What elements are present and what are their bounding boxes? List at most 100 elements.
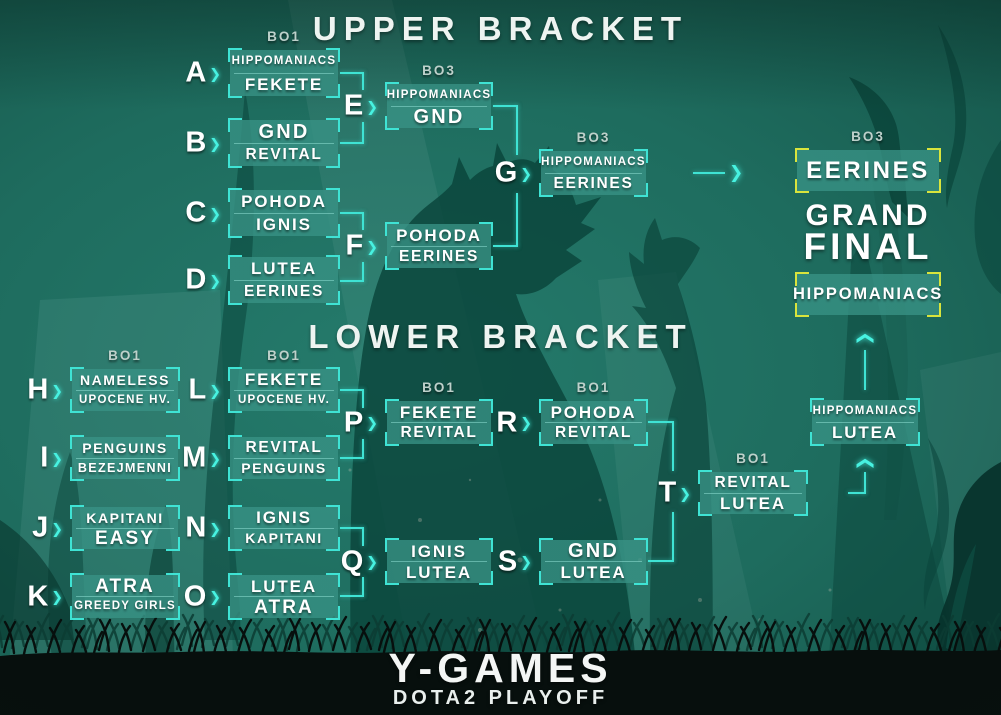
chevron-right-icon: ❯ bbox=[51, 382, 63, 398]
chevron-right-icon: ❯ bbox=[209, 135, 221, 151]
bracket-connector bbox=[864, 350, 866, 390]
match-letter: G❯ bbox=[494, 156, 532, 189]
team-separator bbox=[816, 421, 914, 423]
team-name: GND bbox=[413, 105, 465, 128]
match-J: J❯ KAPITANI EASY bbox=[32, 505, 180, 551]
team-name: REVITAL bbox=[245, 439, 323, 456]
bracket-connector bbox=[362, 122, 364, 144]
chevron-right-icon: ❯ bbox=[520, 553, 532, 570]
match-box[interactable]: KAPITANI EASY bbox=[70, 505, 180, 551]
bracket-connector bbox=[362, 262, 364, 282]
match-box[interactable]: IGNIS LUTEA bbox=[385, 538, 493, 585]
match-G: BO3 G❯ HIPPOMANIACS EERINES bbox=[495, 130, 648, 197]
match-box[interactable]: REVITAL PENGUINS bbox=[228, 435, 340, 481]
advance-up-icon: ❯ bbox=[854, 331, 874, 346]
chevron-right-icon: ❯ bbox=[209, 272, 221, 288]
match-box[interactable]: IGNIS KAPITANI bbox=[228, 505, 340, 551]
grand-final-winner-box[interactable]: EERINES bbox=[795, 148, 941, 193]
match-box[interactable]: POHODA REVITAL bbox=[539, 399, 648, 446]
team-name: REVITAL bbox=[245, 145, 323, 163]
advance-arrow-icon: ❯ bbox=[729, 163, 744, 182]
match-letter: I❯ bbox=[40, 441, 63, 474]
team-name: UPOCENE HV. bbox=[78, 393, 172, 406]
bracket-connector bbox=[362, 212, 364, 230]
match-letter: E❯ bbox=[343, 89, 378, 122]
grand-final-finalist-box[interactable]: HIPPOMANIACS bbox=[792, 272, 944, 317]
match-format-label: BO1 bbox=[267, 348, 301, 363]
match-box[interactable]: GND LUTEA bbox=[539, 538, 648, 585]
match-F: F❯ POHODA EERINES bbox=[346, 222, 493, 270]
match-P: BO1 P❯ FEKETE REVITAL bbox=[344, 380, 493, 446]
team-separator bbox=[545, 422, 642, 423]
match-letter: B❯ bbox=[185, 126, 221, 159]
match-box[interactable]: NAMELESS UPOCENE HV. bbox=[70, 367, 180, 413]
match-M: M❯ REVITAL PENGUINS bbox=[182, 435, 340, 481]
match-T: BO1 T❯ REVITAL LUTEA bbox=[659, 451, 808, 516]
match-letter: R❯ bbox=[496, 406, 532, 438]
match-letter: M❯ bbox=[182, 441, 221, 474]
match-box[interactable]: HIPPOMANIACS GND bbox=[385, 82, 493, 130]
match-box[interactable]: GND REVITAL bbox=[228, 118, 340, 168]
chevron-right-icon: ❯ bbox=[51, 520, 63, 536]
bracket-connector bbox=[672, 421, 674, 471]
bracket-connector bbox=[340, 212, 364, 214]
team-name: LUTEA bbox=[560, 562, 627, 582]
match-box[interactable]: ATRA GREEDY GIRLS bbox=[70, 573, 180, 620]
team-separator bbox=[76, 389, 174, 391]
team-separator bbox=[391, 105, 487, 107]
match-box[interactable]: LUTEA EERINES bbox=[228, 255, 340, 305]
match-box[interactable]: POHODA EERINES bbox=[385, 222, 493, 270]
match-box[interactable]: HIPPOMANIACS EERINES bbox=[539, 149, 648, 197]
team-separator bbox=[76, 457, 174, 459]
team-name: HIPPOMANIACS bbox=[812, 404, 918, 417]
team-name: POHODA bbox=[396, 225, 482, 245]
team-name: GND bbox=[258, 120, 310, 143]
team-name: NAMELESS bbox=[79, 371, 171, 388]
match-letter: A❯ bbox=[185, 56, 221, 89]
match-box[interactable]: LUTEA ATRA bbox=[228, 573, 340, 620]
match-B: B❯ GND REVITAL bbox=[185, 118, 340, 168]
team-name: EERINES bbox=[553, 175, 634, 192]
match-box[interactable]: FEKETE UPOCENE HV. bbox=[228, 367, 340, 413]
grass-silhouette bbox=[0, 611, 1001, 715]
team-separator bbox=[234, 389, 334, 391]
lower-bracket-title: LOWER BRACKET bbox=[308, 318, 693, 355]
match-format-label: BO1 bbox=[422, 380, 456, 395]
team-name: IGNIS bbox=[411, 541, 467, 561]
bracket-connector bbox=[648, 560, 674, 562]
bracket-connector bbox=[362, 72, 364, 90]
match-box[interactable]: POHODA IGNIS bbox=[228, 188, 340, 238]
grand-final-bottom-slot: HIPPOMANIACS bbox=[792, 272, 944, 317]
bracket-connector bbox=[864, 472, 866, 494]
match-box[interactable]: REVITAL LUTEA bbox=[698, 470, 808, 516]
match-letter: L❯ bbox=[188, 373, 221, 406]
team-name: EASY bbox=[94, 527, 156, 549]
team-name: ATRA bbox=[95, 575, 155, 597]
match-box[interactable]: HIPPOMANIACS LUTEA bbox=[810, 398, 920, 446]
team-name: UPOCENE HV. bbox=[237, 393, 331, 406]
team-name: HIPPOMANIACS bbox=[792, 285, 944, 304]
team-name: KAPITANI bbox=[86, 509, 164, 526]
chevron-right-icon: ❯ bbox=[366, 98, 378, 114]
match-R: BO1 R❯ POHODA REVITAL bbox=[496, 380, 648, 446]
chevron-right-icon: ❯ bbox=[209, 382, 221, 398]
match-box[interactable]: FEKETE REVITAL bbox=[385, 399, 493, 446]
match-box[interactable]: PENGUINS BEZEJMENNI bbox=[70, 435, 180, 481]
event-subtitle: DOTA2 PLAYOFF bbox=[392, 687, 609, 709]
team-name: EERINES bbox=[244, 282, 324, 300]
match-E: BO3 E❯ HIPPOMANIACS GND bbox=[344, 63, 493, 130]
team-name: HIPPOMANIACS bbox=[231, 55, 337, 67]
team-name: REVITAL bbox=[554, 424, 633, 442]
match-box[interactable]: HIPPOMANIACS FEKETE bbox=[228, 48, 340, 98]
chevron-right-icon: ❯ bbox=[366, 414, 378, 431]
team-name: LUTEA bbox=[250, 259, 317, 279]
match-letter: N❯ bbox=[185, 511, 221, 544]
team-separator bbox=[391, 245, 487, 247]
event-title: Y-GAMES bbox=[388, 645, 613, 691]
match-format-label: BO1 bbox=[576, 380, 611, 395]
bracket-connector bbox=[516, 105, 518, 155]
match-S: S❯ GND LUTEA bbox=[498, 538, 648, 585]
chevron-right-icon: ❯ bbox=[679, 485, 691, 501]
match-letter: Q❯ bbox=[340, 545, 378, 577]
